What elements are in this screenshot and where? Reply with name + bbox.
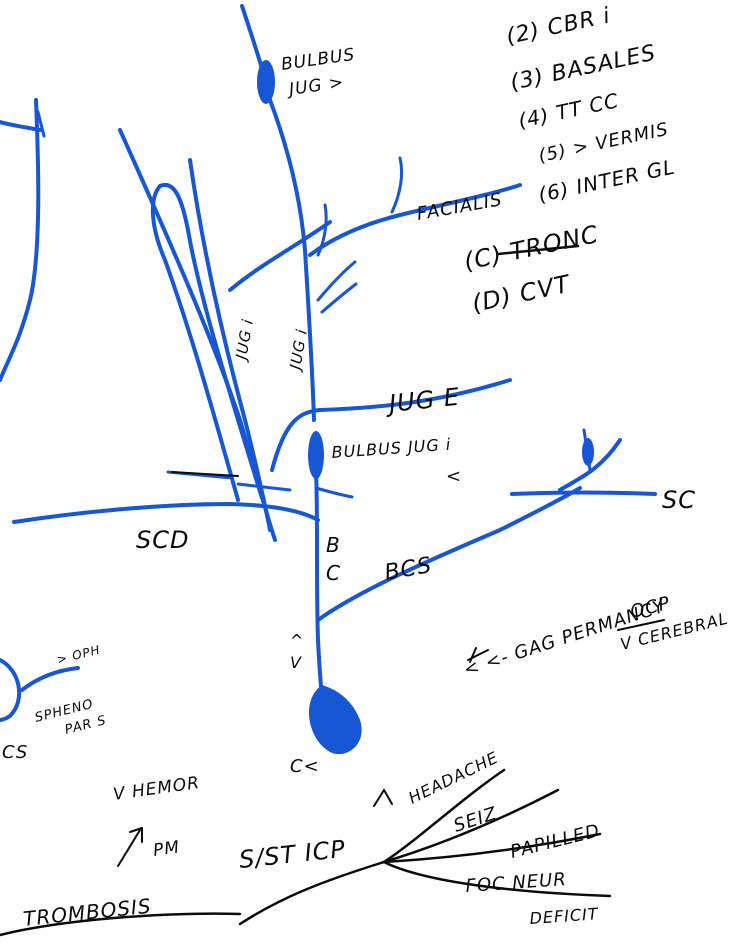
label-vc-bot: V	[290, 653, 302, 672]
handwritten-labels: (2) CBR i (3) BASALES (4) TT CC (5) > VE…	[2, 3, 730, 931]
list-item-3: (3) BASALES	[508, 41, 658, 96]
symptom-headache: HEADACHE	[405, 748, 501, 808]
label-cc: C<	[290, 756, 320, 777]
communicating-branch	[230, 222, 330, 290]
icp-arrow	[374, 790, 392, 806]
label-bulbus-sup-2: JUG >	[285, 72, 345, 100]
subclavian-dextra	[14, 504, 318, 522]
label-jug-e: JUG E	[384, 383, 462, 419]
label-bcs: BCS	[383, 553, 434, 586]
label-si-st-icp: S/ST ICP	[238, 835, 347, 874]
label-b: B	[326, 533, 341, 557]
label-cs: CS	[2, 742, 28, 763]
symptom-seiz: SEIZ	[451, 803, 500, 837]
label-sc: SC	[662, 486, 696, 514]
label-bulbus-inf-1: BULBUS JUG i	[331, 435, 452, 462]
list-item-4: (4) TT CC	[516, 88, 621, 133]
list-item-c: (C) TRONC	[461, 220, 601, 276]
internal-jugular-upper	[270, 100, 314, 420]
label-ocp: OCP	[628, 593, 672, 623]
label-scd: SCD	[136, 526, 189, 554]
cavernous-sinus-loop	[0, 660, 19, 720]
pm-arrow	[118, 828, 142, 866]
facial-vein-tributary	[392, 158, 402, 212]
label-facialis: FACIALIS	[415, 189, 504, 225]
blue-labels: BULBUS JUG >	[280, 45, 357, 101]
sphenoparietal-vein	[22, 668, 78, 690]
brachiocephalic-sinistra	[318, 488, 580, 620]
label-jug-i-1: JUG i	[232, 317, 257, 363]
label-c: C	[326, 561, 341, 585]
list-item-2: (2) CBR i	[504, 3, 613, 49]
label-oph: > OPH	[55, 643, 102, 667]
symptom-deficit: DEFICIT	[529, 904, 599, 928]
label-vc-top: ^	[290, 631, 304, 650]
bulbus-jugular-superior	[257, 60, 275, 104]
subclavian-sinistra	[512, 493, 655, 495]
label-bulbus-inf-2: <	[446, 466, 462, 487]
left-edge-vein-curve	[0, 100, 38, 380]
small-branch-1	[318, 262, 355, 300]
vena-cava-bulge	[309, 685, 362, 754]
bulbus-tick	[316, 488, 352, 497]
list-item-d: (D) CVT	[469, 269, 574, 317]
label-jug-i-2: JUG i	[286, 327, 311, 373]
label-pm: PM	[152, 837, 181, 861]
brachiocephalic-trunk	[316, 470, 324, 715]
label-bulbus-sup-1: BULBUS	[280, 45, 357, 75]
left-edge-vein-top	[0, 122, 40, 130]
tick-left-2	[238, 484, 290, 490]
label-v-hemor: V HEMOR	[112, 773, 201, 805]
